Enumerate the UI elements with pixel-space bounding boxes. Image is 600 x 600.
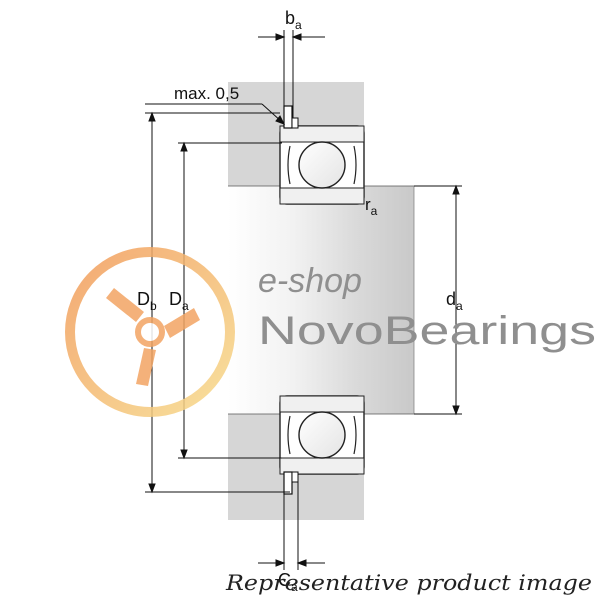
- ball-upper: [298, 141, 346, 189]
- snap-ring-lower: [283, 471, 299, 495]
- label-Ca: Ca: [278, 570, 298, 594]
- shaft: [228, 185, 415, 415]
- label-Db: Db: [137, 289, 157, 313]
- novobearings-logo: [65, 247, 235, 417]
- watermark-eshop: e-shop: [258, 262, 362, 300]
- label-Da: Da: [169, 289, 189, 313]
- label-ra: ra: [365, 195, 378, 218]
- watermark-brand: NovoBearings: [258, 309, 596, 353]
- label-max: max. 0,5: [174, 84, 239, 103]
- bearing-section-upper: [279, 125, 365, 205]
- bearing-section-lower: [279, 395, 365, 475]
- ball-lower: [298, 411, 346, 459]
- label-ba: ba: [285, 8, 302, 32]
- label-da: da: [446, 289, 463, 313]
- caption: Representative product image: [225, 571, 592, 595]
- snap-ring-upper: [283, 105, 299, 129]
